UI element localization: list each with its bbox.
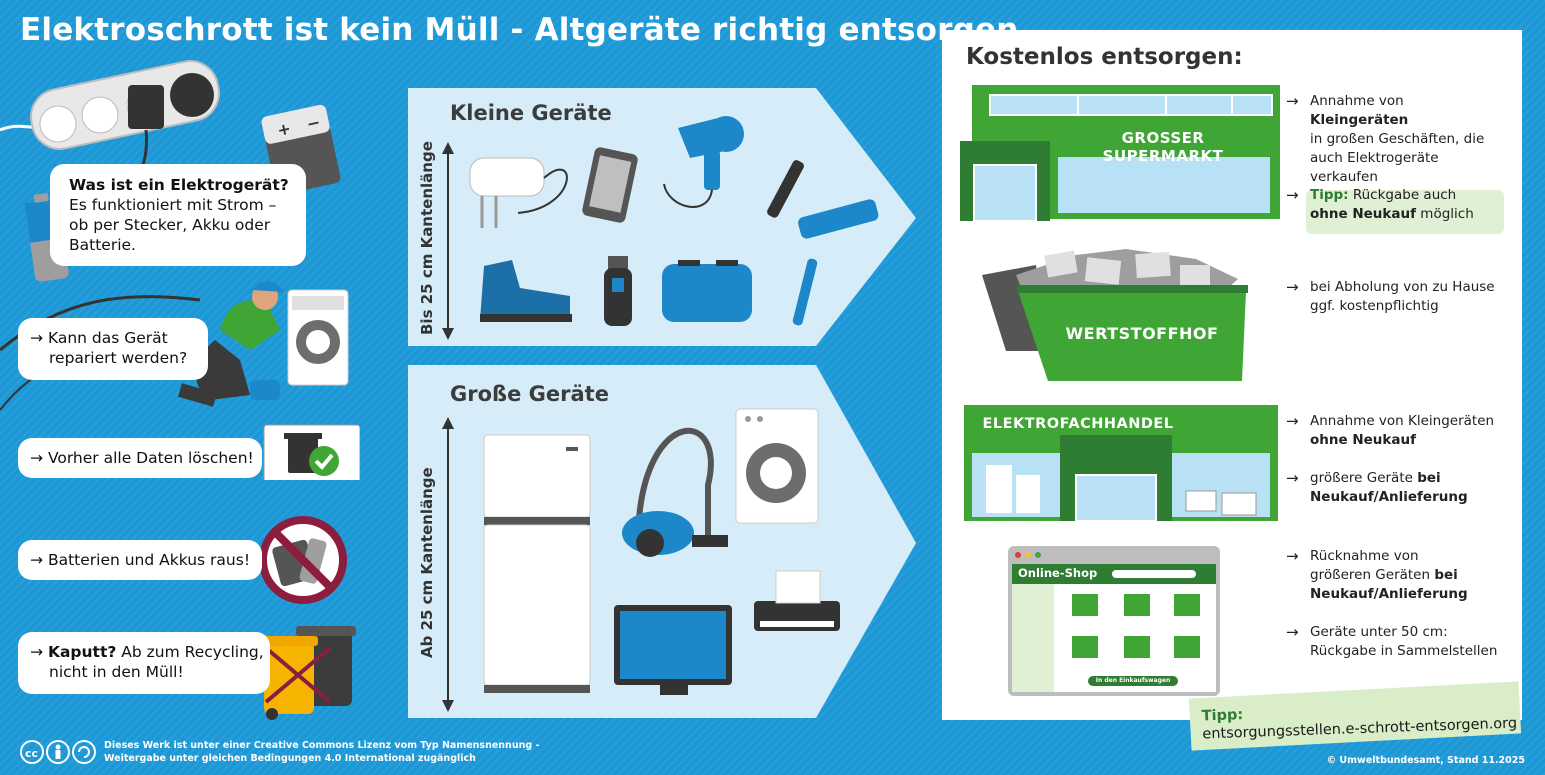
vacuum-cleaner-icon bbox=[622, 427, 728, 557]
definition-bubble: Was ist ein Elektrogerät? Es funktionier… bbox=[50, 164, 306, 266]
svg-text:−: − bbox=[305, 112, 322, 133]
online-info1-text: Rücknahme von bbox=[1310, 548, 1419, 564]
laptop-delete-icon bbox=[263, 424, 360, 480]
supermarket-tip: → Tipp: Rückgabe auch ohne Neukauf möglich bbox=[1286, 186, 1506, 224]
smartphone-icon bbox=[582, 147, 638, 223]
large-devices-title: Große Geräte bbox=[450, 382, 609, 406]
tip-delete-data-text: Vorher alle Daten löschen! bbox=[47, 449, 254, 467]
electric-toothbrush-icon bbox=[792, 258, 818, 326]
online-info1-bold1: bei bbox=[1434, 567, 1458, 583]
supermarket-icon bbox=[960, 85, 1280, 222]
shaver-icon bbox=[604, 256, 632, 326]
tip-recycling-bold: Kaputt? bbox=[47, 643, 117, 661]
tip-recycling: → Kaputt? Ab zum Recycling, nicht in den… bbox=[18, 632, 270, 694]
add-to-cart-button: In den Einkaufswagen bbox=[1095, 677, 1171, 684]
fridge-icon bbox=[483, 434, 591, 693]
hand-mixer-icon bbox=[469, 157, 568, 228]
large-devices-size-label: Ab 25 cm Kantenlänge bbox=[418, 467, 436, 658]
e-cigarette-icon bbox=[767, 160, 804, 218]
online-info2a-text: Geräte unter 50 cm: bbox=[1310, 624, 1448, 640]
supermarket-sign: GROSSER SUPERMARKT bbox=[1102, 129, 1224, 165]
supermarket-info-bold: Kleingeräten bbox=[1310, 112, 1409, 128]
supermarket-info-pre: Annahme von bbox=[1310, 93, 1404, 109]
online-info2b-text: Rückgabe in Sammelstellen bbox=[1310, 643, 1498, 659]
retailer-info2-bold2: Neukauf/Anlieferung bbox=[1310, 489, 1468, 505]
tip-recycling-line1: Ab zum Recycling, bbox=[116, 643, 264, 661]
retailer-info1-text: Annahme von Kleingeräten bbox=[1310, 413, 1495, 429]
recycling-container-icon bbox=[982, 249, 1248, 381]
page-title: Elektroschrott ist kein Müll - Altgeräte… bbox=[20, 12, 1019, 48]
arrow-icon: → bbox=[1286, 547, 1299, 565]
trash-bins-icon bbox=[260, 626, 356, 720]
arrow-icon: → bbox=[30, 449, 43, 467]
tip-delete-data: → Vorher alle Daten löschen! bbox=[18, 438, 262, 478]
arrow-icon: → bbox=[1286, 412, 1299, 430]
no-batteries-icon bbox=[259, 516, 347, 604]
hair-dryer-icon bbox=[663, 116, 744, 208]
license-text: Dieses Werk ist unter einer Creative Com… bbox=[104, 740, 539, 765]
license-line2: Weitergabe unter gleichen Bedingungen 4.… bbox=[104, 752, 476, 764]
online-info-2: → Geräte unter 50 cm: Rückgabe in Sammelst… bbox=[1286, 623, 1506, 661]
supermarket-info: → Annahme von Kleingeräten in großen Gesch… bbox=[1286, 92, 1506, 187]
tip-repair-line1: Kann das Gerät bbox=[47, 329, 168, 347]
supermarket-info-rest: in großen Geschäften, die auch Elektroge… bbox=[1310, 131, 1485, 185]
definition-heading: Was ist ein Elektrogerät? bbox=[69, 176, 289, 194]
tip-repair-line2: repariert werden? bbox=[49, 349, 188, 367]
tv-icon bbox=[614, 605, 732, 695]
arrow-icon: → bbox=[1286, 92, 1299, 110]
repair-person-icon bbox=[178, 281, 349, 407]
disposal-panel: Kostenlos entsorgen: GROSSER SUPERMARKT … bbox=[942, 30, 1522, 720]
license-line1: Dieses Werk ist unter einer Creative Com… bbox=[104, 740, 540, 751]
arrow-icon: → bbox=[1286, 469, 1299, 487]
retailer-info1-bold: ohne Neukauf bbox=[1310, 432, 1416, 448]
sneaker-icon bbox=[480, 260, 572, 322]
tip-highlight bbox=[1306, 190, 1504, 234]
tip-batteries-text: Batterien und Akkus raus! bbox=[47, 551, 251, 569]
left-illustrations: + − bbox=[0, 60, 360, 480]
tip-repair: → Kann das Gerät repariert werden? bbox=[18, 318, 208, 380]
arrow-icon: → bbox=[1286, 278, 1299, 296]
credit-text: © Umweltbundesamt, Stand 11.2025 bbox=[1326, 755, 1525, 766]
arrow-icon: → bbox=[1286, 623, 1299, 641]
supermarket-tip-bold: ohne Neukauf bbox=[1310, 206, 1416, 222]
recycling-info: → bei Abholung von zu Hause ggf. kostenpf… bbox=[1286, 278, 1506, 316]
online-info1b-text: größeren Geräten bbox=[1310, 567, 1435, 583]
printer-icon bbox=[754, 570, 840, 631]
arrow-icon: → bbox=[30, 643, 43, 661]
toaster-icon bbox=[662, 260, 752, 322]
svg-text:+: + bbox=[276, 119, 293, 140]
washing-machine-icon bbox=[735, 408, 819, 524]
small-devices-panel bbox=[408, 88, 916, 346]
large-devices-panel bbox=[408, 365, 916, 718]
definition-text: Es funktioniert mit Strom – ob per Steck… bbox=[69, 196, 277, 254]
online-info1-bold2: Neukauf/Anlieferung bbox=[1310, 586, 1468, 602]
supermarket-tip-label: Tipp: bbox=[1310, 187, 1349, 203]
retailer-sign: ELEKTROFACHHANDEL bbox=[982, 416, 1174, 432]
tip-recycling-line2: nicht in den Müll! bbox=[49, 663, 184, 681]
flashlight-icon bbox=[798, 199, 879, 239]
recycling-info-text: bei Abholung von zu Hause ggf. kostenpfl… bbox=[1310, 279, 1495, 314]
small-devices-title: Kleine Geräte bbox=[450, 101, 612, 125]
power-strip-icon bbox=[0, 60, 220, 212]
retailer-info-1: → Annahme von Kleingeräten ohne Neukauf bbox=[1286, 412, 1506, 450]
arrow-icon: → bbox=[30, 551, 43, 569]
arrow-icon: → bbox=[1286, 186, 1299, 204]
disposal-title: Kostenlos entsorgen: bbox=[966, 44, 1243, 70]
online-shop-label: Online-Shop bbox=[1018, 566, 1098, 580]
online-shop-window bbox=[1008, 546, 1220, 696]
supermarket-tip-text: Rückgabe auch bbox=[1348, 187, 1457, 203]
electronics-retailer-icon bbox=[964, 405, 1278, 522]
recycling-sign: WERTSTOFFHOF bbox=[1065, 324, 1219, 343]
supermarket-tip-rest: möglich bbox=[1416, 206, 1474, 222]
cc-license-icons: cc bbox=[20, 740, 96, 764]
arrow-icon: → bbox=[30, 329, 43, 347]
retailer-info2-text: größere Geräte bbox=[1310, 470, 1418, 486]
tip-batteries: → Batterien und Akkus raus! bbox=[18, 540, 262, 580]
retailer-info2-bold1: bei bbox=[1417, 470, 1441, 486]
svg-text:cc: cc bbox=[25, 747, 38, 760]
small-devices-size-label: Bis 25 cm Kantenlänge bbox=[418, 141, 436, 335]
